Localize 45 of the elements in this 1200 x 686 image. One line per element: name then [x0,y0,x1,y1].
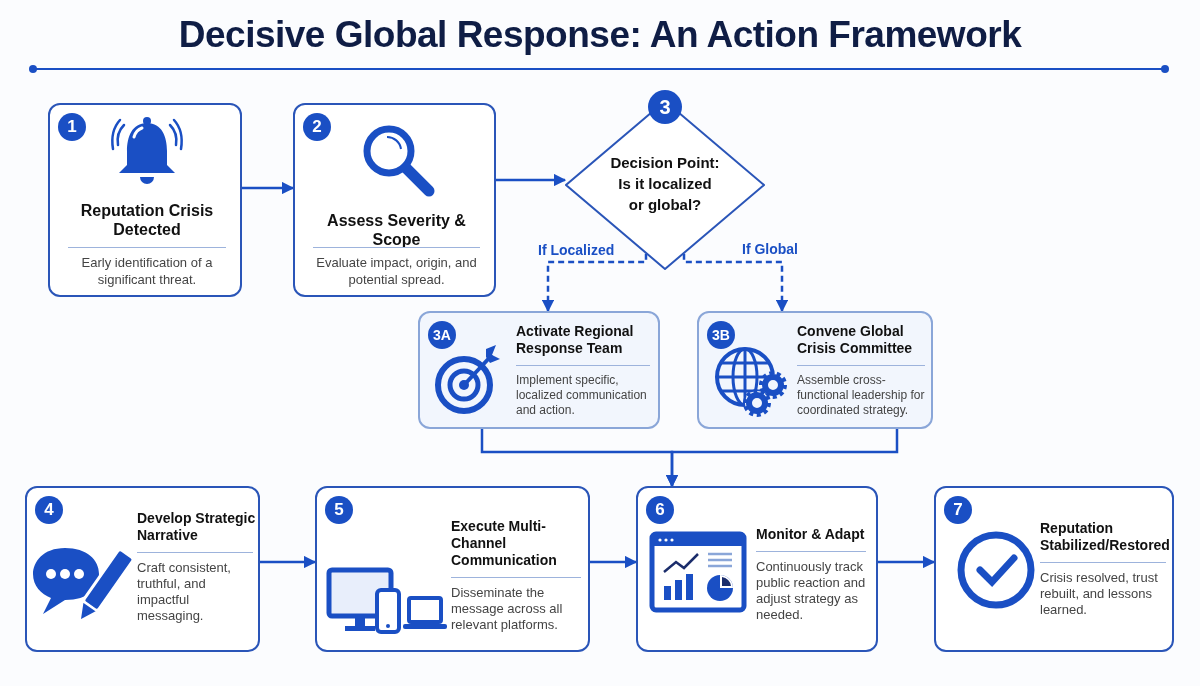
arrow [242,181,295,195]
step-title: Activate Regional Response Team [516,323,635,357]
step-description: Assemble cross-functional leadership for coordinated strategy. [797,373,926,418]
arrow [260,555,317,569]
arrow [878,555,936,569]
step-card [697,311,933,429]
step-card [25,486,260,652]
step-description: Continuously track public reaction and adjust strategy as needed. [756,559,867,623]
step-card [293,103,496,297]
step-title: Assess Severity & Scope [326,211,467,249]
arrow [665,429,899,488]
step-number: 5 [325,496,353,524]
step-title: Reputation Stabilized/Restored [1040,520,1171,554]
step-number: 1 [58,113,86,141]
edge-label: If Global [740,241,800,257]
step-title: Convene Global Crisis Committee [797,323,914,357]
step-description: Disseminate the message across all relevant platforms. [451,585,564,633]
step-card [48,103,242,297]
step-title: Monitor & Adapt [756,526,866,543]
step-card [315,486,590,652]
dashed-arrow [541,253,648,313]
arrow [590,555,638,569]
decision-question: Decision Point: Is it localized or global? [609,153,721,215]
title: Decisive Global Response: An Action Framework [177,14,1023,56]
step-number: 3A [428,321,456,349]
step-description: Craft consistent, truthful, and impactful messaging. [137,560,232,624]
step-card [934,486,1174,652]
step-number: 6 [646,496,674,524]
step-number: 3 [648,90,682,124]
step-description: Evaluate impact, origin, and potential spread. [315,254,478,288]
step-card [636,486,878,652]
step-number: 4 [35,496,63,524]
step-number: 3B [707,321,735,349]
arrow [496,173,567,187]
step-number: 2 [303,113,331,141]
step-number: 7 [944,496,972,524]
step-description: Crisis resolved, trust rebuilt, and lessons learned. [1040,570,1159,618]
step-card [418,311,660,429]
step-description: Early identification of a significant threat. [80,254,214,288]
dashed-arrow [682,253,789,313]
step-title: Develop Strategic Narrative [137,510,257,544]
step-description: Implement specific, localized communication and action. [516,373,648,418]
step-title: Reputation Crisis Detected [79,201,215,239]
edge-label: If Localized [536,242,617,258]
step-title: Execute Multi-Channel Communication [451,518,558,569]
